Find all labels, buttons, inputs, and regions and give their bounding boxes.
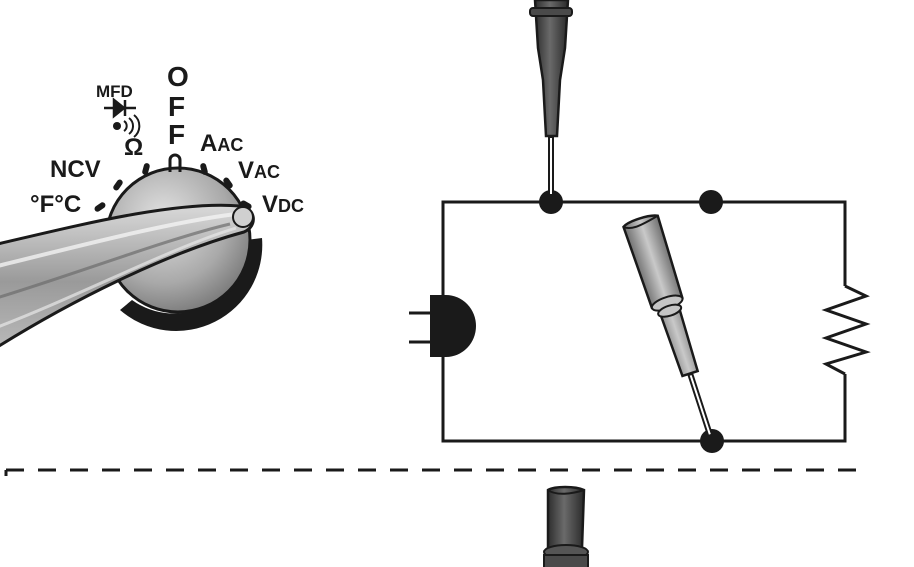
dial-label-vac: VAC: [238, 157, 280, 184]
continuity-sound-icon: [113, 114, 141, 138]
dial-label-vdc: VDC: [262, 191, 304, 218]
diode-symbol-icon: [104, 97, 136, 119]
dial-label-temp: °F°C: [30, 191, 81, 218]
dial-label-off-f2: F: [168, 119, 185, 150]
capacitor-icon: [409, 295, 476, 357]
dial-label-off-f1: F: [168, 91, 185, 122]
dial-label-off-o: O: [167, 61, 189, 92]
dial-bezel-arc: [120, 238, 263, 331]
probe-diagonal[interactable]: [622, 213, 728, 442]
dial-label-amps: AAC: [200, 130, 243, 157]
dial-label-ohm: Ω: [124, 134, 143, 161]
dial-off-notch: [168, 153, 182, 172]
rotary-dial[interactable]: O F F MFD Ω NCV °F°C AAC VAC VDC: [0, 61, 304, 358]
circuit-node-bottom: [700, 429, 724, 453]
circuit-node-top-left: [539, 190, 563, 214]
circuit-node-top-right: [699, 190, 723, 214]
probe-top[interactable]: [529, 0, 573, 196]
dial-pointer[interactable]: [0, 203, 255, 358]
dial-ticks: [94, 163, 252, 212]
circuit: [409, 190, 871, 453]
dial-label-mfd: MFD: [96, 82, 133, 101]
circuit-wires: [441, 200, 847, 443]
dial-label-ncv: NCV: [50, 156, 101, 183]
probe-bottom[interactable]: [543, 485, 589, 567]
resistor-icon: [821, 284, 871, 376]
